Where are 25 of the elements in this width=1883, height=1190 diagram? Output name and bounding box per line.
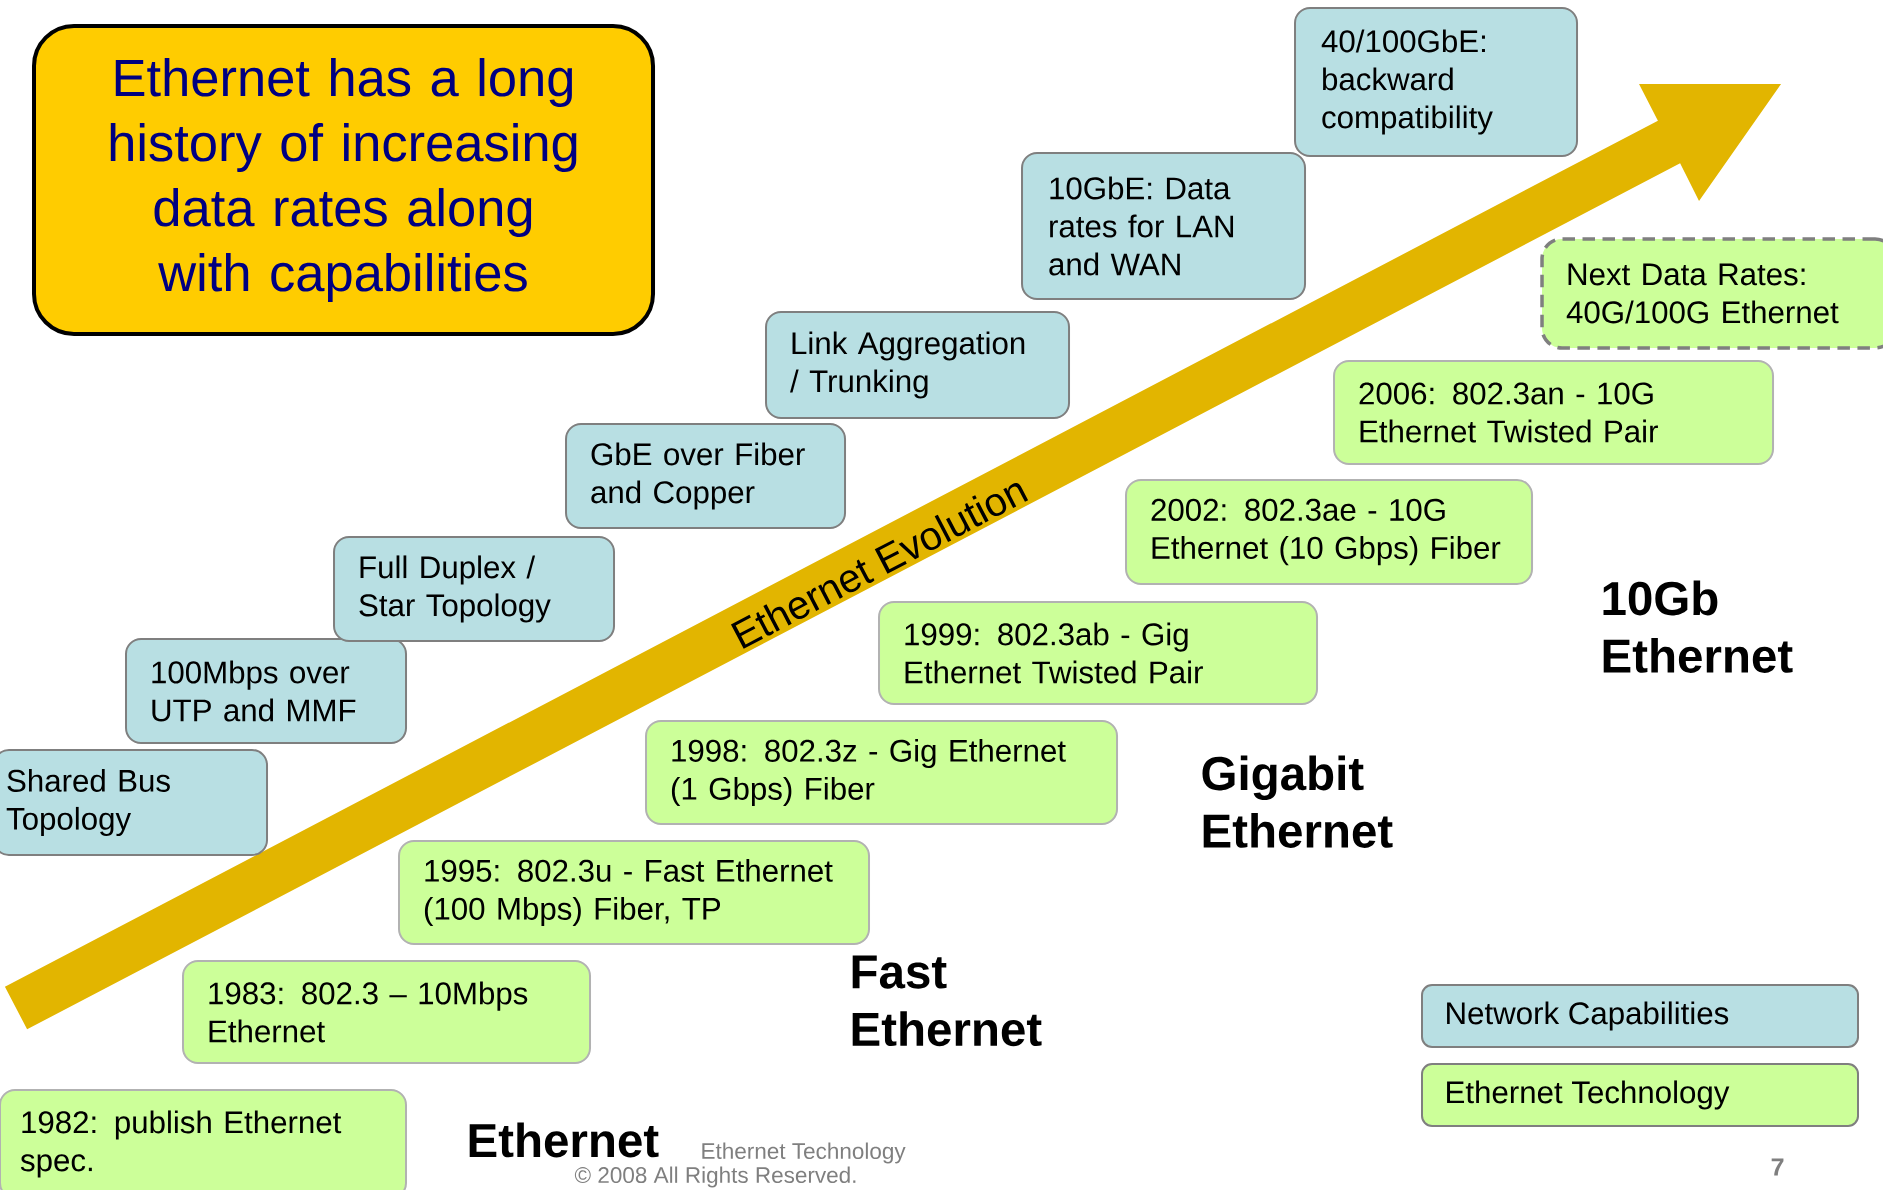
technology-box: 1995: 802.3u - Fast Ethernet (100 Mbps) Fiber, TP xyxy=(398,840,870,945)
capability-box: 100Mbps over UTP and MMF xyxy=(125,638,407,744)
technology-box: 1998: 802.3z - Gig Ethernet (1 Gbps) Fiber xyxy=(645,720,1119,825)
future-technology-box: Next Data Rates: 40G/100G Ethernet xyxy=(1540,237,1883,350)
technology-box: 1982: publish Ethernet spec. xyxy=(0,1089,407,1190)
era-label: 10Gb Ethernet xyxy=(1603,580,1793,673)
capability-box: 10GbE: Data rates for LAN and WAN xyxy=(1021,152,1307,300)
capability-box: Shared Bus Topology xyxy=(0,749,268,856)
copyright-text: © 2008 All Rights Reserved. xyxy=(574,1166,856,1188)
capability-box: Link Aggregation / Trunking xyxy=(765,311,1071,419)
era-label: Ethernet xyxy=(469,1122,659,1158)
page-number: 7 xyxy=(1771,1158,1784,1176)
capability-box: 40/100GbE: backward compatibility xyxy=(1294,7,1578,157)
footer-text: Ethernet Technology xyxy=(702,1142,906,1164)
capability-box: Full Duplex / Star Topology xyxy=(333,536,615,642)
legend-item: Ethernet Technology xyxy=(1421,1063,1860,1127)
era-label: Gigabit Ethernet xyxy=(1202,755,1393,848)
era-label: Fast Ethernet xyxy=(852,955,1042,1047)
legend-item: Network Capabilities xyxy=(1421,984,1860,1048)
technology-box: 1983: 802.3 – 10Mbps Ethernet xyxy=(182,960,591,1064)
technology-box: 2006: 802.3an - 10G Ethernet Twisted Pair xyxy=(1333,360,1775,465)
capability-box: GbE over Fiber and Copper xyxy=(565,423,846,529)
technology-box: 2002: 802.3ae - 10G Ethernet (10 Gbps) Fiber xyxy=(1125,479,1534,585)
title-box: Ethernet has a long history of increasing data rates along with capabilities xyxy=(32,24,655,336)
technology-box: 1999: 802.3ab - Gig Ethernet Twisted Pair xyxy=(878,601,1318,705)
